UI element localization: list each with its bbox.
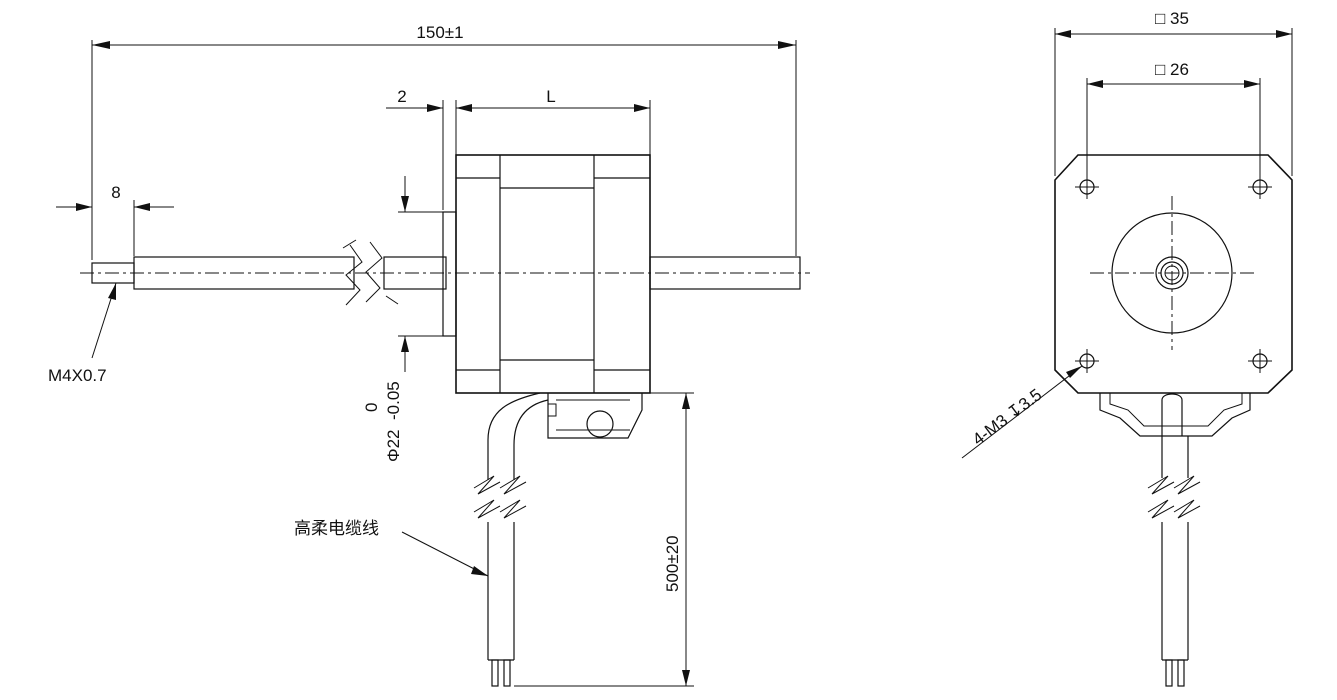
dim-lead-length-label: 500±20 [663, 535, 682, 592]
dim-boss-tol-lower: -0.05 [384, 381, 403, 420]
dim-lead-length: 500±20 [514, 392, 694, 687]
thread-label: M4X0.7 [48, 366, 107, 385]
lead-screw-left [91, 239, 447, 306]
dim-frame-size: □ 35 [1054, 9, 1293, 176]
front-cable [1147, 393, 1201, 687]
dim-boss-diameter-label: Φ22 [384, 430, 403, 462]
dim-body-label: L [546, 87, 555, 106]
dim-flange-label: 2 [397, 87, 406, 106]
break-mark-1 [345, 244, 363, 306]
mount-hole-label: 4-M3 ↧3.5 [969, 385, 1045, 449]
boss [442, 211, 457, 337]
cable-label: 高柔电缆线 [294, 519, 379, 538]
cable-callout: 高柔电缆线 [294, 519, 489, 577]
dim-flange-and-body: 2 L [386, 87, 651, 210]
break-mark-2 [365, 241, 383, 303]
side-view: 150±1 2 L 8 M4X0 [48, 23, 810, 687]
cable [473, 392, 549, 687]
dim-hole-spacing: □ 26 [1086, 60, 1261, 180]
dim-frame-size-label: □ 35 [1155, 9, 1189, 28]
thread-callout: M4X0.7 [48, 282, 117, 385]
mount-holes [1075, 175, 1272, 373]
front-view: □ 35 □ 26 4-M3 ↧3.5 [961, 9, 1293, 687]
front-housing [1054, 154, 1293, 394]
dim-boss-tol-upper: 0 [362, 403, 381, 412]
motor-body [455, 154, 651, 394]
dim-overall-length-label: 150±1 [416, 23, 463, 42]
mount-hole-callout: 4-M3 ↧3.5 [961, 365, 1083, 459]
dim-shaft-end: 8 [56, 183, 174, 260]
dim-shaft-end-label: 8 [111, 183, 120, 202]
front-connector [1099, 393, 1251, 437]
dim-boss-diameter: Φ22 -0.05 0 [362, 176, 443, 462]
dim-hole-spacing-label: □ 26 [1155, 60, 1189, 79]
dim-overall-length: 150±1 [91, 23, 797, 258]
connector [547, 393, 643, 439]
